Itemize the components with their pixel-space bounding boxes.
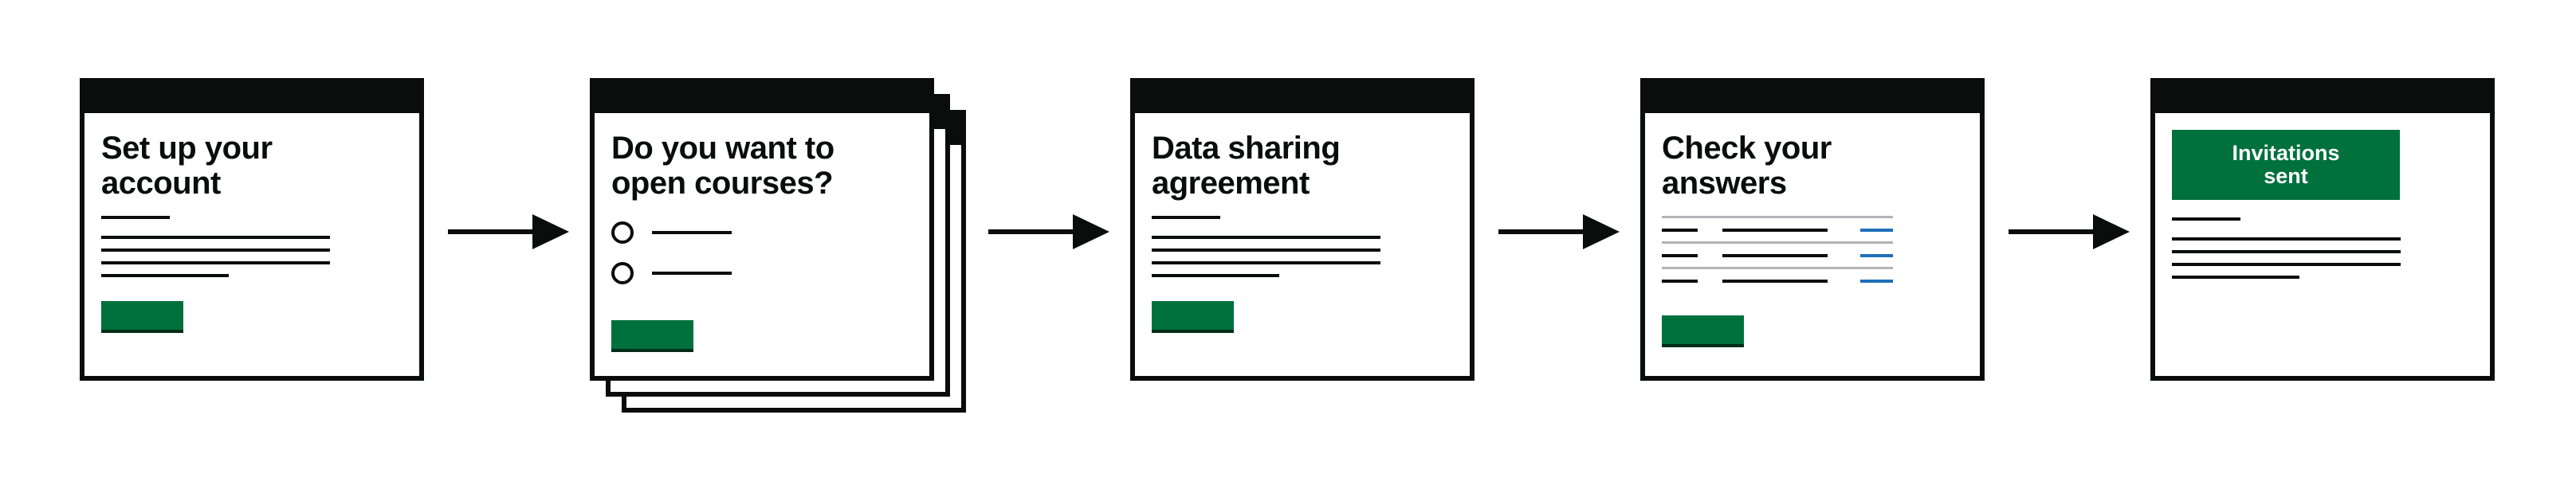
summary-change-link [1860,280,1893,283]
arrow-right-icon [988,214,1109,249]
caption-line [101,216,170,219]
caption-line [1152,216,1220,219]
text-line [101,274,229,277]
continue-button-placeholder [101,301,183,330]
text-line [2172,237,2401,241]
step-heading: Set up your account [101,131,412,201]
summary-key-line [1662,229,1698,232]
summary-divider [1662,216,1893,218]
step-invitations-sent: Invitations sent [2150,78,2495,381]
summary-divider [1662,241,1893,244]
arrow-right-icon [2009,214,2130,249]
browser-header-bar [1645,83,1980,113]
radio-label-line [652,272,732,275]
browser-header-bar [1135,83,1470,113]
text-line [2172,263,2401,266]
radio-button-icon [611,221,634,244]
heading-line: answers [1662,166,1787,201]
heading-line: Set up your [101,131,273,166]
panel-line: Invitations [2232,141,2340,165]
continue-button-placeholder [611,320,693,349]
summary-key-line [1662,280,1698,283]
summary-change-link [1860,229,1893,232]
summary-change-link [1860,254,1893,257]
summary-value-line [1722,280,1828,283]
step-data-sharing-agreement: Data sharing agreement [1130,78,1475,381]
browser-header-bar [2155,83,2490,113]
step-heading: Data sharing agreement [1152,131,1463,201]
continue-button-placeholder [1662,315,1744,344]
browser-header-bar [84,83,419,113]
summary-divider [1662,267,1893,269]
summary-key-line [1662,254,1698,257]
summary-value-line [1722,254,1828,257]
summary-value-line [1722,229,1828,232]
caption-line [2172,217,2240,221]
text-line [101,248,330,252]
continue-button-placeholder [1152,301,1234,330]
step-open-courses: Do you want to open courses? [590,78,934,381]
text-line [101,236,330,239]
browser-header-bar [595,83,929,113]
text-line [1152,274,1279,277]
step-set-up-account: Set up your account [80,78,424,381]
arrow-right-icon [448,214,569,249]
step-heading: Do you want to open courses? [611,131,922,201]
heading-line: Check your [1662,131,1832,166]
radio-button-icon [611,262,634,284]
panel-line: sent [2264,164,2308,188]
arrow-right-icon [1498,214,1620,249]
heading-line: agreement [1152,166,1310,201]
step-heading: Check your answers [1662,131,1973,201]
text-line [1152,261,1380,264]
heading-line: account [101,166,221,201]
heading-line: open courses? [611,166,834,201]
radio-label-line [652,231,732,234]
step-check-answers: Check your answers [1640,78,1985,381]
heading-line: Data sharing [1152,131,1341,166]
text-line [2172,276,2299,279]
text-line [2172,250,2401,253]
text-line [1152,236,1380,239]
heading-line: Do you want to [611,131,834,166]
text-line [101,261,330,264]
text-line [1152,248,1380,252]
confirmation-panel: Invitations sent [2172,130,2400,200]
